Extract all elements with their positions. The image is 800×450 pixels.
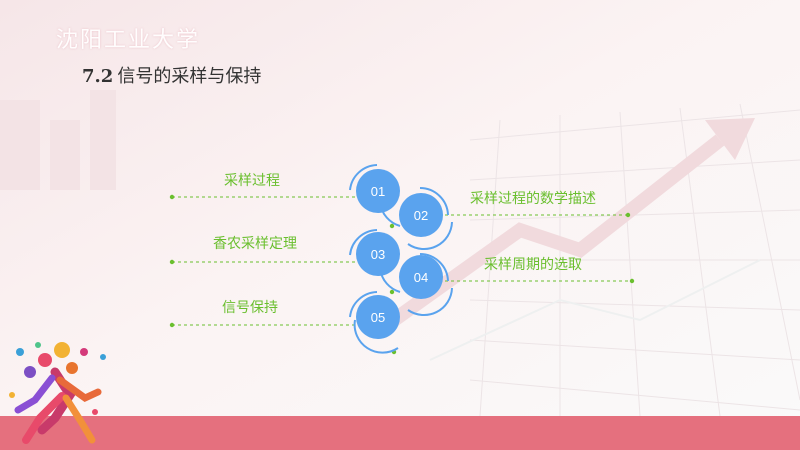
topic-circle-01[interactable]: 01	[356, 169, 400, 213]
footer-band	[0, 416, 800, 450]
slide-title-text: 信号的采样与保持	[117, 66, 262, 87]
topic-label-01[interactable]: 采样过程	[224, 173, 280, 189]
topic-circle-04[interactable]: 04	[399, 255, 443, 299]
topic-label-02[interactable]: 采样过程的数学描述	[470, 191, 596, 207]
header-watermark: 沈阳工业大学	[56, 28, 201, 53]
topic-label-03[interactable]: 香农采样定理	[213, 236, 297, 252]
slide-number: 7.2	[82, 66, 114, 87]
topic-circle-05[interactable]: 05	[356, 295, 400, 339]
topic-circle-03[interactable]: 03	[356, 232, 400, 276]
topic-circle-02[interactable]: 02	[399, 193, 443, 237]
topic-label-04[interactable]: 采样周期的选取	[484, 257, 582, 273]
topic-label-05[interactable]: 信号保持	[222, 300, 278, 316]
